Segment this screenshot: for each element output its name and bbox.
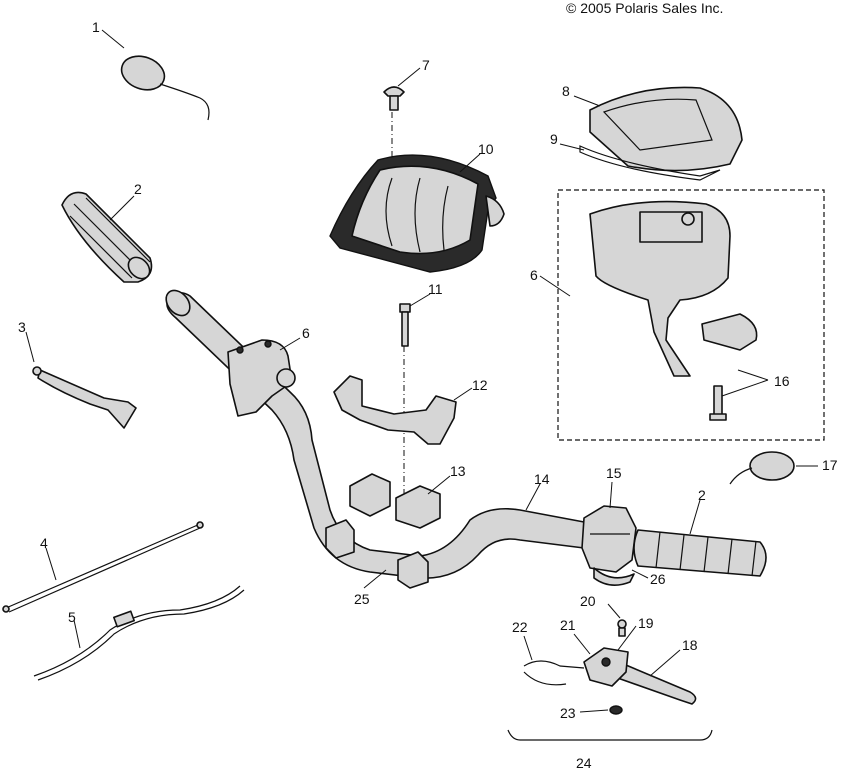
callout-6-detail: 6 <box>530 267 538 283</box>
bracket-24 <box>507 729 713 741</box>
leader-lines <box>25 29 818 713</box>
callout-22: 22 <box>512 619 528 635</box>
callout-10: 10 <box>478 141 494 157</box>
part-screw-20 <box>617 619 627 637</box>
callout-14: 14 <box>534 471 550 487</box>
callout-2-right-grip: 2 <box>698 487 706 503</box>
part-clamp-caps <box>349 473 441 529</box>
callout-7: 7 <box>422 57 430 73</box>
part-pod-cover <box>329 154 505 273</box>
callout-17: 17 <box>822 457 838 473</box>
part-control-housing-right <box>581 505 637 573</box>
part-nut-23 <box>609 705 623 715</box>
callout-21: 21 <box>560 617 576 633</box>
part-grip-right <box>633 529 767 577</box>
callout-4: 4 <box>40 535 48 551</box>
part-control-housing-left <box>227 339 296 417</box>
callout-26: 26 <box>650 571 666 587</box>
copyright-notice: © 2005 Polaris Sales Inc. <box>566 0 724 16</box>
callout-12: 12 <box>472 377 488 393</box>
part-mirror-right <box>729 451 795 485</box>
callout-25: 25 <box>354 591 370 607</box>
callout-6-bar: 6 <box>302 325 310 341</box>
detail-box-6 <box>557 189 825 441</box>
part-hose-22 <box>523 660 585 686</box>
callout-20: 20 <box>580 593 596 609</box>
part-housing-clamp-26 <box>593 567 635 586</box>
callout-9: 9 <box>550 131 558 147</box>
callout-15: 15 <box>606 465 622 481</box>
callout-labels: 1 2 3 4 5 6 7 8 9 10 11 12 13 14 15 6 16… <box>18 19 838 769</box>
part-switch-housing-6 <box>589 200 758 377</box>
callout-13: 13 <box>450 463 466 479</box>
part-master-cylinder-19-21 <box>583 647 629 687</box>
part-lower-clamps <box>325 519 429 589</box>
part-cable-4 <box>2 521 204 613</box>
part-cable-5 <box>33 585 245 681</box>
part-brake-lever-right <box>611 659 697 705</box>
part-mirror-left <box>120 55 210 121</box>
part-screws-16 <box>709 385 727 421</box>
callout-1: 1 <box>92 19 100 35</box>
part-bolt-11 <box>399 303 411 347</box>
part-screw-7 <box>383 86 405 111</box>
callout-2-left-grip: 2 <box>134 181 142 197</box>
part-gasket-9 <box>579 145 721 181</box>
part-brake-lever-left <box>32 366 137 429</box>
callout-24: 24 <box>576 755 592 769</box>
callout-5: 5 <box>68 609 76 625</box>
callout-19: 19 <box>638 615 654 631</box>
part-bracket-12 <box>333 375 457 445</box>
callout-3: 3 <box>18 319 26 335</box>
part-grip-left <box>61 191 153 283</box>
callout-11: 11 <box>428 281 443 297</box>
part-handlebar <box>165 289 601 579</box>
callout-16: 16 <box>774 373 790 389</box>
callout-8: 8 <box>562 83 570 99</box>
callout-18: 18 <box>682 637 698 653</box>
callout-23: 23 <box>560 705 576 721</box>
